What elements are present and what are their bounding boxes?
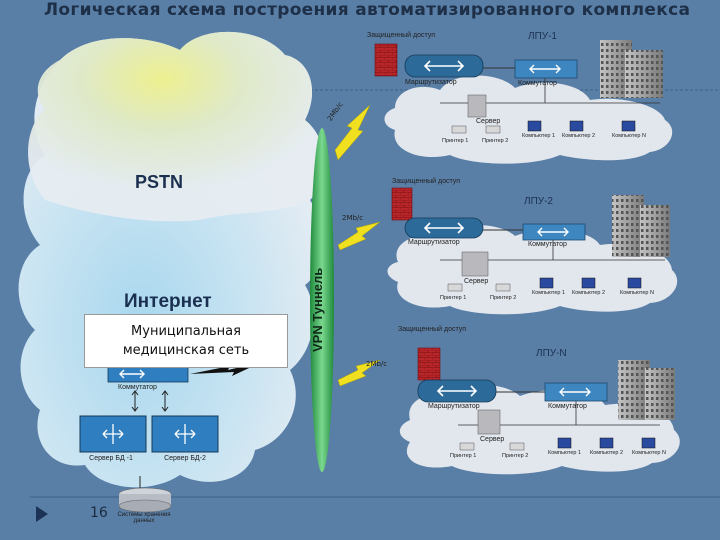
site-2-server-label: Сервер <box>464 278 489 285</box>
vpn-tunnel <box>310 128 334 472</box>
site-1-equipment <box>374 40 663 134</box>
pc-n-1-icon <box>557 437 572 449</box>
site-2-device-5: Компьютер N <box>620 290 654 296</box>
page-number: 16 <box>90 505 108 521</box>
site-cloud-3 <box>399 385 680 475</box>
pc-2-1-icon <box>539 277 554 289</box>
municipal-switch-label: Коммутатор <box>118 384 157 391</box>
pc-2-n-icon <box>627 277 642 289</box>
site-cloud-2 <box>387 225 678 315</box>
firewall-n-icon <box>417 347 441 381</box>
site-n-router-label: Маршрутизатор <box>428 403 480 410</box>
pc-n-n-icon <box>641 437 656 449</box>
site-1-device-2: Принтер 2 <box>482 138 509 144</box>
site-2-equipment <box>391 187 670 292</box>
site-n-equipment <box>417 347 675 451</box>
pstn-internet-cloud <box>18 31 325 488</box>
printer-1-1-icon <box>451 125 467 134</box>
municipal-equipment <box>79 365 219 513</box>
site-1-router-label: Маршрутизатор <box>405 79 457 86</box>
municipal-line-2: медицинская сеть <box>122 343 250 358</box>
site-n-secure-label: Защищенный доступ <box>398 326 467 333</box>
site-2-device-4: Компьютер 2 <box>572 290 606 296</box>
server-db-2-label: Сервер БД-2 <box>164 455 206 462</box>
site-2-device-3: Компьютер 1 <box>532 290 566 296</box>
printer-2-2-icon <box>495 283 511 292</box>
site-1-switch-label: Коммутатор <box>518 80 557 87</box>
site-1-secure-label: Защищенный доступ <box>367 32 436 39</box>
site-n-device-5: Компьютер N <box>632 450 666 456</box>
municipal-line-1: Муниципальная <box>131 324 241 339</box>
municipal-network-box: Муниципальная медицинская сеть <box>84 314 288 368</box>
firewall-2-icon <box>391 187 413 221</box>
site-2-switch-label: Коммутатор <box>528 241 567 248</box>
site-cloud-1 <box>384 75 673 164</box>
bolt-2-icon <box>337 221 381 251</box>
site-n-name: ЛПУ-N <box>536 348 567 359</box>
site-2-router-label: Маршрутизатор <box>408 239 460 246</box>
pc-1-1-icon <box>527 120 542 132</box>
slide-marker-icon <box>36 506 48 522</box>
printer-n-1-icon <box>459 442 475 451</box>
printer-2-1-icon <box>447 283 463 292</box>
site-1-device-3: Компьютер 1 <box>522 133 556 139</box>
vpn-label: VPN Туннель <box>310 267 325 352</box>
printer-1-2-icon <box>485 125 501 134</box>
storage-label: Системы хранения данных <box>117 512 171 524</box>
pc-2-2-icon <box>581 277 596 289</box>
bolt-municipal-icon <box>190 362 262 376</box>
pc-1-2-icon <box>569 120 584 132</box>
site-2-device-2: Принтер 2 <box>490 295 517 301</box>
firewall-1-icon <box>374 43 398 77</box>
bolt-3-icon <box>337 359 381 387</box>
printer-n-2-icon <box>509 442 525 451</box>
pc-1-n-icon <box>621 120 636 132</box>
site-2-name: ЛПУ-2 <box>524 196 553 207</box>
site-1-device-1: Принтер 1 <box>442 138 469 144</box>
server-n-icon <box>477 409 501 435</box>
server-2-icon <box>461 251 489 277</box>
site-1-device-4: Компьютер 2 <box>562 133 596 139</box>
page-title: Логическая схема построения автоматизиро… <box>44 0 691 20</box>
site-n-link-label: 2Mb/c <box>366 360 388 368</box>
site-n-server-label: Сервер <box>480 436 505 443</box>
site-2-secure-label: Защищенный доступ <box>392 178 461 185</box>
site-2-device-1: Принтер 1 <box>440 295 467 301</box>
bolt-1-icon <box>334 104 371 161</box>
pstn-label: PSTN <box>135 172 184 192</box>
internet-label: Интернет <box>124 291 212 312</box>
site-2-link-label: 2Mb/c <box>342 214 364 222</box>
site-1-name: ЛПУ-1 <box>528 31 557 42</box>
site-1-server-label: Сервер <box>476 118 501 125</box>
site-n-device-1: Принтер 1 <box>450 453 477 459</box>
site-n-device-4: Компьютер 2 <box>590 450 624 456</box>
site-1-device-5: Компьютер N <box>612 133 646 139</box>
server-1-icon <box>467 94 487 118</box>
site-n-switch-label: Коммутатор <box>548 403 587 410</box>
site-n-device-2: Принтер 2 <box>502 453 529 459</box>
site-n-device-3: Компьютер 1 <box>548 450 582 456</box>
server-db-1-label: Сервер БД -1 <box>89 455 133 462</box>
pc-n-2-icon <box>599 437 614 449</box>
